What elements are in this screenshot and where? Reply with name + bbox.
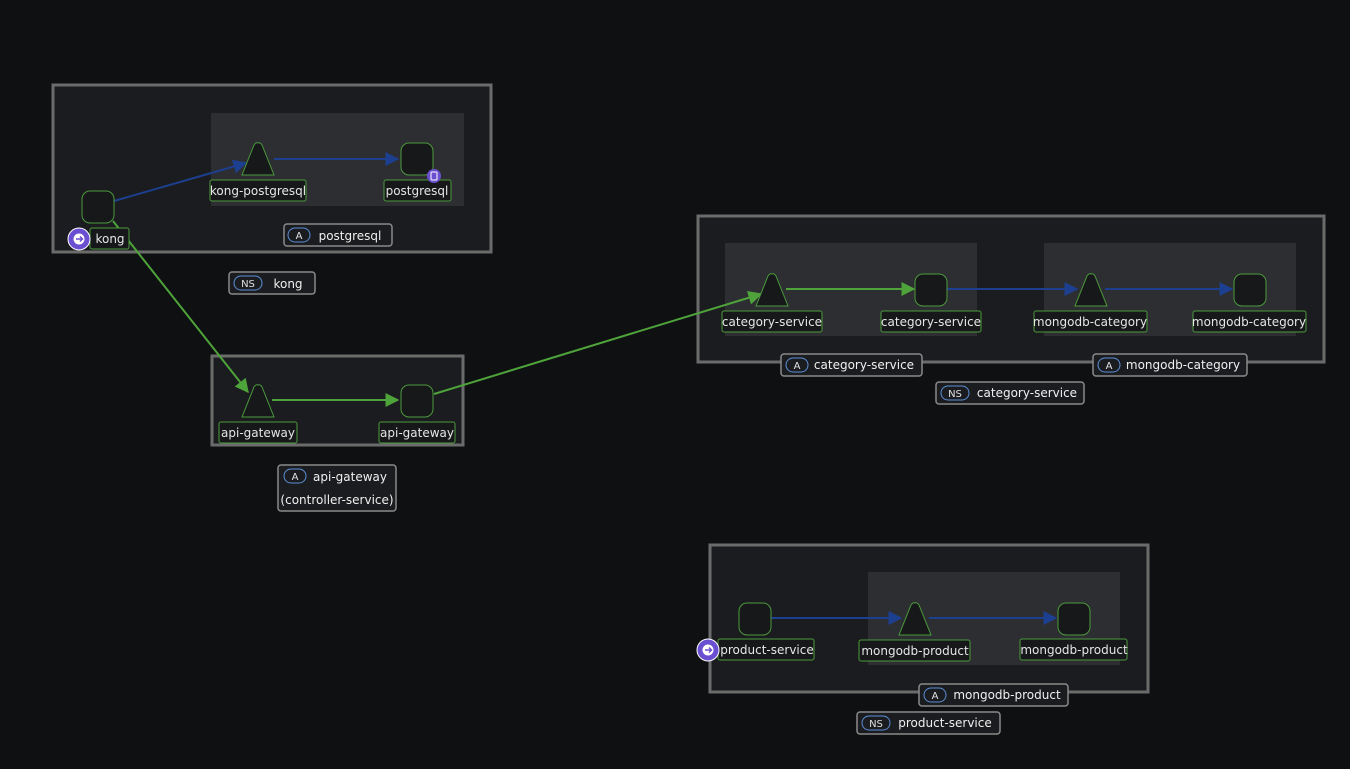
namespace-pill: NS [241, 279, 255, 290]
edge-kong-to-kong-postgresql[interactable] [113, 159, 248, 202]
node-label-category-service-workload: category-service [881, 315, 981, 329]
app-pill: A [932, 691, 939, 702]
database-icon [427, 169, 441, 183]
node-label-kong-postgresql: kong-postgresql [210, 184, 306, 198]
ingress-arrow-icon [696, 638, 720, 662]
namespace-badge-label: category-service [977, 386, 1077, 400]
app-pill: A [1106, 361, 1113, 372]
node-label-kong: kong [95, 232, 124, 246]
node-kong[interactable]: kong [67, 190, 130, 251]
namespace-badge-label: kong [273, 277, 302, 291]
node-api-gateway-service[interactable]: api-gateway [218, 384, 298, 444]
app-badge-category-service[interactable]: A category-service [780, 353, 923, 377]
namespace-badge-product-service[interactable]: NS product-service [856, 711, 1001, 735]
app-badge-label: postgresql [319, 229, 382, 243]
app-badge-sublabel: (controller-service) [280, 493, 393, 507]
node-api-gateway-workload[interactable]: api-gateway [378, 384, 456, 444]
node-mongodb-category-workload[interactable]: mongodb-category [1192, 273, 1307, 333]
node-label-mongodb-category-workload: mongodb-category [1192, 315, 1306, 329]
node-mongodb-category-service[interactable]: mongodb-category [1033, 273, 1148, 333]
node-label-mongodb-product-service: mongodb-product [861, 644, 969, 658]
edge-kong-to-api-gateway[interactable] [112, 220, 249, 394]
node-postgresql[interactable]: postgresql [383, 142, 452, 202]
node-label-api-gateway-service: api-gateway [221, 426, 295, 440]
namespace-pill: NS [948, 389, 962, 400]
node-label-mongodb-category-service: mongodb-category [1033, 315, 1147, 329]
app-pill: A [292, 472, 299, 483]
app-badge-label: api-gateway [313, 470, 387, 484]
node-label-postgresql: postgresql [386, 184, 449, 198]
app-badge-postgresql[interactable]: A postgresql [283, 223, 393, 247]
app-badge-label: category-service [814, 358, 914, 372]
namespace-badge-category-service[interactable]: NS category-service [935, 381, 1085, 405]
node-category-service-service[interactable]: category-service [721, 273, 823, 333]
namespace-pill: NS [869, 719, 883, 730]
node-label-mongodb-product-workload: mongodb-product [1020, 643, 1128, 657]
node-mongodb-product-service[interactable]: mongodb-product [858, 602, 971, 662]
node-kong-postgresql[interactable]: kong-postgresql [209, 142, 307, 202]
app-badge-label: mongodb-category [1126, 358, 1240, 372]
node-label-product-service: product-service [720, 643, 813, 657]
namespace-badge-kong[interactable]: NS kong [228, 271, 316, 295]
app-pill: A [296, 231, 303, 242]
edges-layer [112, 152, 1234, 625]
edge-api-gateway-to-category-service[interactable] [433, 290, 763, 395]
node-mongodb-product-workload[interactable]: mongodb-product [1019, 602, 1128, 661]
app-badge-mongodb-product[interactable]: A mongodb-product [918, 683, 1069, 707]
node-product-service[interactable]: product-service [696, 602, 815, 662]
app-badge-api-gateway[interactable]: A api-gateway (controller-service) [277, 464, 397, 512]
namespace-badge-label: product-service [898, 716, 991, 730]
app-badge-label: mongodb-product [953, 688, 1061, 702]
app-pill: A [794, 361, 801, 372]
node-category-service-workload[interactable]: category-service [880, 273, 982, 333]
node-label-category-service-service: category-service [722, 315, 822, 329]
node-label-api-gateway-workload: api-gateway [380, 426, 454, 440]
app-badge-mongodb-category[interactable]: A mongodb-category [1092, 353, 1248, 377]
ingress-arrow-icon [67, 227, 91, 251]
